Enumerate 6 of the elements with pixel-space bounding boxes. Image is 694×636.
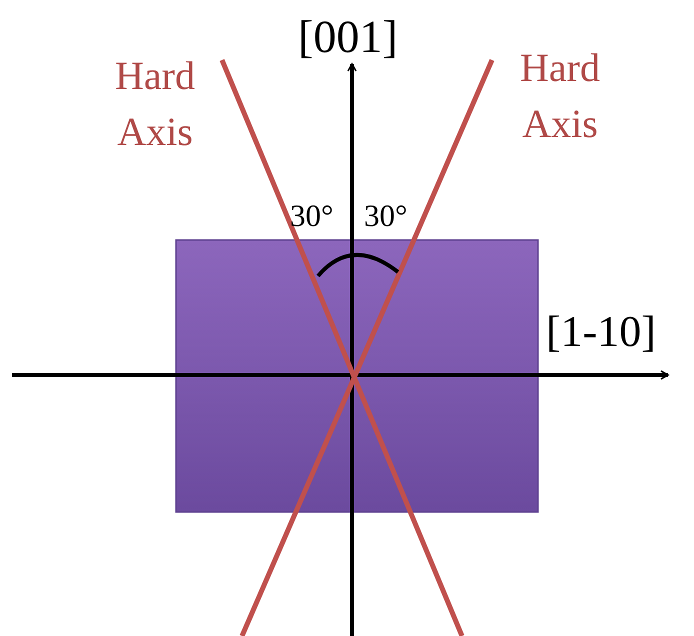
hard-axis-label: Hard Axis [519,44,601,148]
axis-label: [001] [298,14,398,60]
axis-label: [1-10] [546,310,656,354]
angle-label: 30° [364,200,408,231]
angle-label: 30° [290,200,334,231]
hard-axis-label: Hard Axis [114,52,196,156]
